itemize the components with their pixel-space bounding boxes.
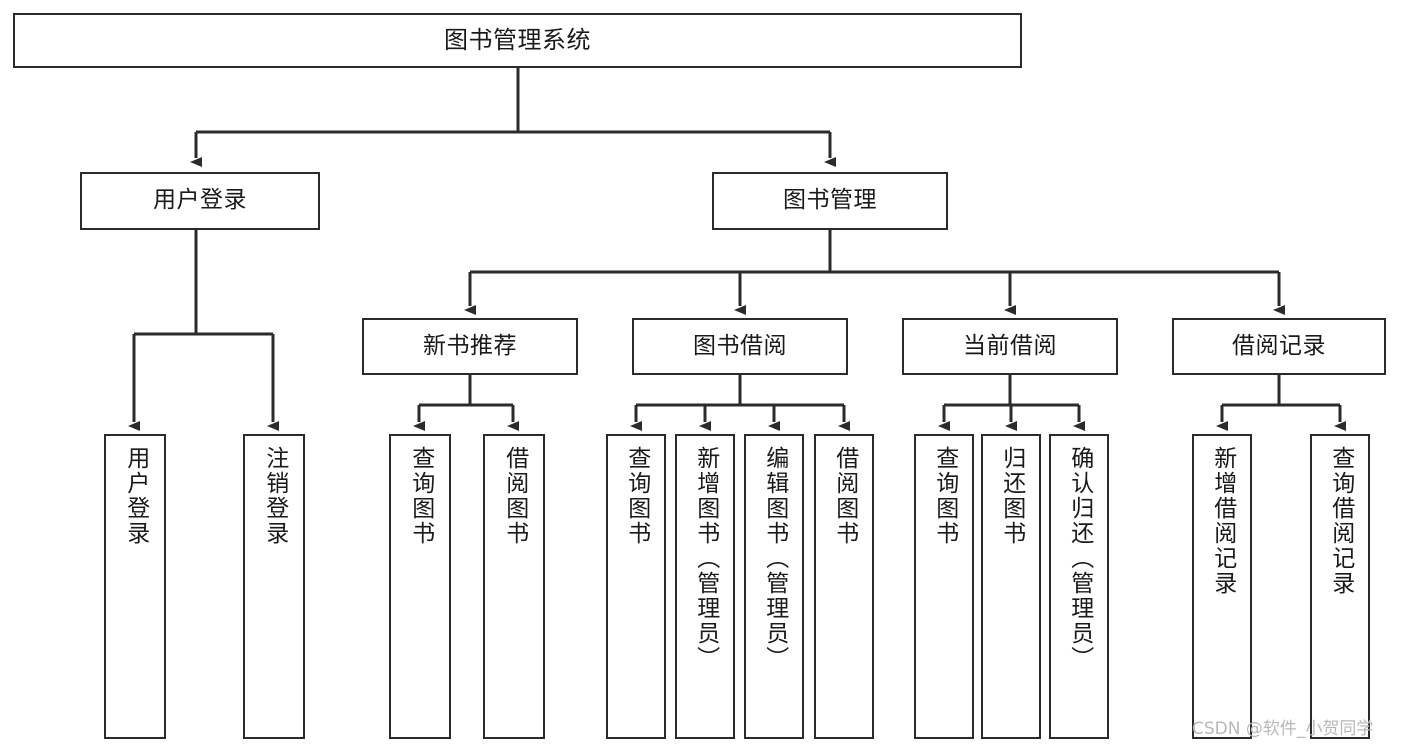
node-book-borrow[interactable]: 图书借阅 [632, 318, 848, 375]
node-current-borrow[interactable]: 当前借阅 [902, 318, 1118, 375]
leaf-label: 查询图书 [623, 446, 650, 546]
leaf-borrow-add-book-admin[interactable]: 新增图书（管理员） [675, 434, 735, 739]
node-book-management[interactable]: 图书管理 [712, 172, 948, 230]
leaf-label: 编辑图书（管理员） [761, 446, 788, 671]
leaf-current-return-book[interactable]: 归还图书 [981, 434, 1041, 739]
node-current-borrow-label: 当前借阅 [963, 332, 1057, 359]
leaf-label: 确认归还（管理员） [1066, 446, 1093, 671]
leaf-label: 借阅图书 [831, 446, 858, 546]
leaf-label: 借阅图书 [501, 446, 528, 546]
node-user-login[interactable]: 用户登录 [80, 172, 320, 230]
node-new-book-recommend[interactable]: 新书推荐 [362, 318, 578, 375]
leaf-label: 用户登录 [122, 446, 149, 546]
leaf-label: 新增借阅记录 [1209, 446, 1236, 596]
leaf-label: 归还图书 [998, 446, 1025, 546]
leaf-user-login-logout[interactable]: 注销登录 [243, 434, 305, 739]
leaf-current-query-book[interactable]: 查询图书 [914, 434, 974, 739]
leaf-recommend-query-book[interactable]: 查询图书 [389, 434, 451, 739]
leaf-borrow-borrow-book[interactable]: 借阅图书 [814, 434, 874, 739]
leaf-recommend-borrow-book[interactable]: 借阅图书 [483, 434, 545, 739]
leaf-record-query-record[interactable]: 查询借阅记录 [1310, 434, 1370, 739]
node-root[interactable]: 图书管理系统 [13, 13, 1022, 68]
leaf-label: 查询借阅记录 [1327, 446, 1354, 596]
node-user-login-label: 用户登录 [153, 187, 247, 214]
leaf-label: 新增图书（管理员） [692, 446, 719, 671]
leaf-label: 注销登录 [261, 446, 288, 546]
leaf-label: 查询图书 [407, 446, 434, 546]
leaf-user-login-login[interactable]: 用户登录 [104, 434, 166, 739]
leaf-current-confirm-return-admin[interactable]: 确认归还（管理员） [1049, 434, 1109, 739]
node-borrow-record-label: 借阅记录 [1232, 332, 1326, 359]
leaf-record-add-record[interactable]: 新增借阅记录 [1192, 434, 1252, 739]
node-new-book-recommend-label: 新书推荐 [423, 332, 517, 359]
node-root-label: 图书管理系统 [444, 26, 591, 55]
leaf-borrow-query-book[interactable]: 查询图书 [606, 434, 666, 739]
node-book-management-label: 图书管理 [783, 187, 877, 214]
leaf-borrow-edit-book-admin[interactable]: 编辑图书（管理员） [744, 434, 804, 739]
node-borrow-record[interactable]: 借阅记录 [1172, 318, 1386, 375]
leaf-label: 查询图书 [931, 446, 958, 546]
node-book-borrow-label: 图书借阅 [693, 332, 787, 359]
